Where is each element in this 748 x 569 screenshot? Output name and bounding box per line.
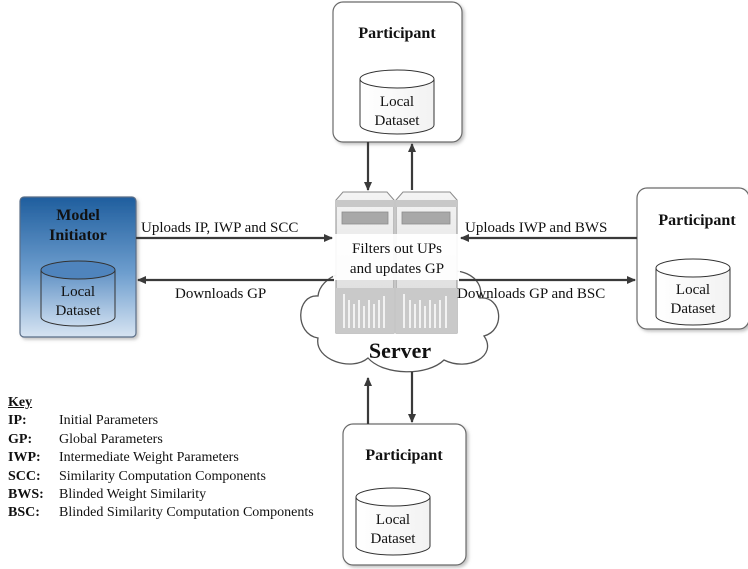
participant-right: Participant Local Dataset (636, 187, 748, 330)
key-legend: Key IP: Initial Parameters GP: Global Pa… (8, 394, 314, 541)
key-abbr: SCC: (8, 468, 41, 484)
participant-bottom-dataset-line2: Dataset (371, 531, 417, 547)
database-icon (359, 69, 435, 135)
participant-top-title: Participant (358, 25, 436, 42)
server: Filters out UPs and updates GP Server (300, 191, 500, 373)
model-initiator: Model Initiator Local Dataset (19, 196, 137, 338)
key-item: IP: Initial Parameters (8, 412, 158, 430)
model-initiator-title-line2: Initiator (49, 227, 107, 244)
model-initiator-title-line1: Model (56, 207, 100, 224)
model-initiator-dataset-line1: Local (61, 284, 95, 300)
database-icon (355, 487, 431, 556)
participant-top-dataset-line2: Dataset (375, 113, 421, 129)
key-def: Blinded Weight Similarity (59, 486, 207, 502)
key-abbr: GP: (8, 431, 33, 447)
participant-bottom-dataset-line1: Local (376, 512, 410, 528)
server-action-line1: Filters out UPs (352, 241, 442, 257)
database-icon (655, 258, 731, 326)
key-def: Similarity Computation Components (59, 468, 266, 484)
key-def: Global Parameters (59, 431, 163, 447)
key-item: IWP: Intermediate Weight Parameters (8, 449, 239, 467)
participant-right-title: Participant (658, 212, 736, 229)
key-abbr: IP: (8, 413, 27, 429)
key-item: GP: Global Parameters (8, 431, 163, 449)
key-def: Blinded Similarity Computation Component… (59, 505, 314, 521)
key-item: BWS: Blinded Weight Similarity (8, 486, 206, 504)
label-right-upload: Uploads IWP and BWS (465, 220, 607, 236)
key-item: SCC: Similarity Computation Components (8, 468, 266, 486)
participant-top: Participant Local Dataset (332, 1, 463, 143)
key-abbr: BWS: (8, 486, 44, 502)
server-action-line2: and updates GP (350, 261, 444, 277)
key-item: BSC: Blinded Similarity Computation Comp… (8, 504, 314, 541)
key-title: Key (8, 395, 33, 410)
label-initiator-upload: Uploads IP, IWP and SCC (141, 220, 298, 236)
label-initiator-download: Downloads GP (175, 286, 266, 302)
label-right-download: Downloads GP and BSC (457, 286, 605, 302)
participant-top-dataset-line1: Local (380, 94, 414, 110)
model-initiator-dataset-line2: Dataset (56, 303, 102, 319)
server-label: Server (369, 338, 432, 363)
participant-bottom-title: Participant (365, 447, 443, 464)
key-def: Initial Parameters (59, 413, 159, 429)
database-icon (40, 260, 116, 327)
participant-bottom: Participant Local Dataset (342, 423, 467, 566)
key-abbr: IWP: (8, 450, 41, 466)
participant-right-dataset-line1: Local (676, 282, 710, 298)
participant-right-dataset-line2: Dataset (671, 301, 717, 317)
key-abbr: BSC: (8, 505, 40, 521)
key-def: Intermediate Weight Parameters (59, 450, 239, 466)
